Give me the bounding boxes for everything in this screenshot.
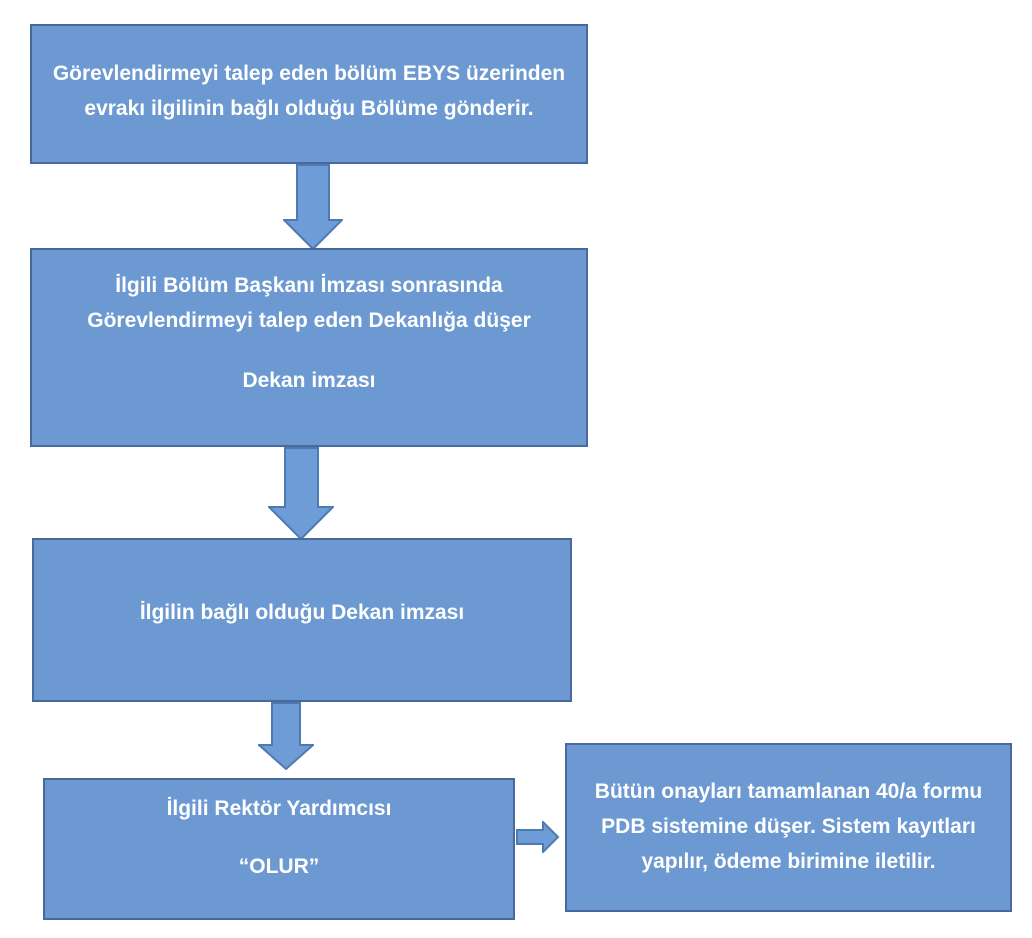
flow-box-step-5-text: Bütün onayları tamamlanan 40/a formu PDB… xyxy=(594,780,983,873)
flow-box-step-4-text: İlgili Rektör Yardımcısı xyxy=(166,796,392,820)
flow-box-step-2-subtext: Dekan imzası xyxy=(242,368,376,392)
flow-box-step-1-text: Görevlendirmeyi talep eden bölüm EBYS üz… xyxy=(52,62,566,120)
down-arrow-icon xyxy=(283,164,343,250)
down-arrow-icon xyxy=(258,702,314,770)
flow-box-step-2: İlgili Bölüm Başkanı İmzası sonrasında G… xyxy=(30,248,588,447)
right-arrow-icon xyxy=(516,821,560,853)
flow-box-step-3: İlgilin bağlı olduğu Dekan imzası xyxy=(32,538,572,702)
flow-box-step-5: Bütün onayları tamamlanan 40/a formu PDB… xyxy=(565,743,1012,912)
flow-box-step-4-subtext: “OLUR” xyxy=(238,854,320,878)
flow-box-step-3-text: İlgilin bağlı olduğu Dekan imzası xyxy=(139,600,465,624)
flow-box-step-4: İlgili Rektör Yardımcısı “OLUR” xyxy=(43,778,515,920)
flow-box-step-2-text: İlgili Bölüm Başkanı İmzası sonrasında G… xyxy=(87,273,531,332)
down-arrow-icon xyxy=(268,447,334,540)
flow-box-step-1: Görevlendirmeyi talep eden bölüm EBYS üz… xyxy=(30,24,588,164)
